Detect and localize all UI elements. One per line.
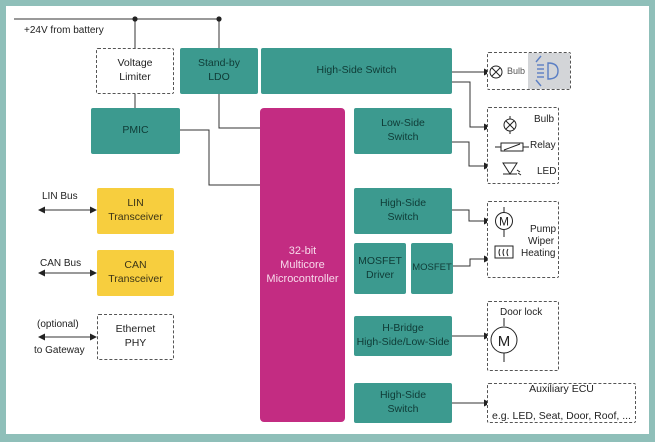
high-side-switch-bottom: High-Side Switch: [354, 383, 452, 423]
wire-pmic-mcu: [180, 129, 260, 186]
wire-hs-bulb: [452, 81, 491, 131]
low-side-switch-block: Low-Side Switch: [354, 108, 452, 154]
junction-dot: [132, 16, 138, 22]
supply-label: +24V from battery: [24, 25, 104, 36]
relay-label: Relay: [530, 140, 556, 151]
can-bus-label: CAN Bus: [40, 258, 82, 269]
heater-icon: [494, 245, 514, 264]
lin-bus-label: LIN Bus: [42, 191, 78, 202]
motor-icon: M: [489, 318, 519, 373]
aux-ecu-subtitle: e.g. LED, Seat, Door, Roof, ...: [492, 409, 631, 422]
pump-label: Pump: [530, 224, 557, 235]
motor-load-box: [487, 201, 559, 278]
lin-transceiver-block: LIN Transceiver: [97, 188, 174, 234]
wire-ldo-mcu: [218, 94, 260, 129]
door-lock-box: [487, 301, 559, 371]
aux-ecu-title: Auxiliary ECU: [529, 382, 594, 395]
ls-bulb-label: Bulb: [534, 114, 555, 125]
h-bridge-block: H-Bridge High-Side/Low-Side: [354, 316, 452, 356]
bulb-icon: [489, 65, 503, 84]
wiper-label: Wiper: [528, 236, 555, 247]
motor-letter: M: [499, 215, 509, 229]
standby-ldo-block: Stand-by LDO: [180, 48, 258, 94]
high-side-switch-mid: High-Side Switch: [354, 188, 452, 234]
led-label: LED: [537, 166, 557, 177]
ethernet-phy-block: Ethernet PHY: [97, 314, 174, 360]
high-side-switch-top: High-Side Switch: [261, 48, 452, 94]
mosfet-block: MOSFET: [411, 243, 453, 294]
wire-hs-motor: [452, 209, 491, 225]
relay-icon: [495, 139, 529, 157]
headlamp-bulb-label: Bulb: [507, 66, 526, 76]
heating-label: Heating: [521, 248, 556, 259]
wire-mosfet-heater: [453, 255, 491, 267]
headlamp-icon: [528, 53, 570, 89]
microcontroller-block: 32-bit Multicore Microcontroller: [260, 108, 345, 422]
voltage-limiter-block: Voltage Limiter: [96, 48, 174, 94]
eth-gateway-label: to Gateway: [34, 345, 85, 356]
motor-icon: M: [494, 207, 514, 242]
can-transceiver-block: CAN Transceiver: [97, 250, 174, 296]
eth-optional-label: (optional): [37, 319, 79, 330]
led-icon: [501, 161, 523, 182]
door-lock-label: Door lock: [500, 307, 543, 318]
bulb-icon: [503, 116, 517, 139]
wire-ls-led: [452, 141, 491, 170]
mosfet-driver-block: MOSFET Driver: [354, 243, 406, 294]
junction-dot: [216, 16, 222, 22]
auxiliary-ecu-box: Auxiliary ECU e.g. LED, Seat, Door, Roof…: [487, 383, 636, 423]
pmic-block: PMIC: [91, 108, 180, 154]
motor-letter: M: [498, 333, 511, 350]
